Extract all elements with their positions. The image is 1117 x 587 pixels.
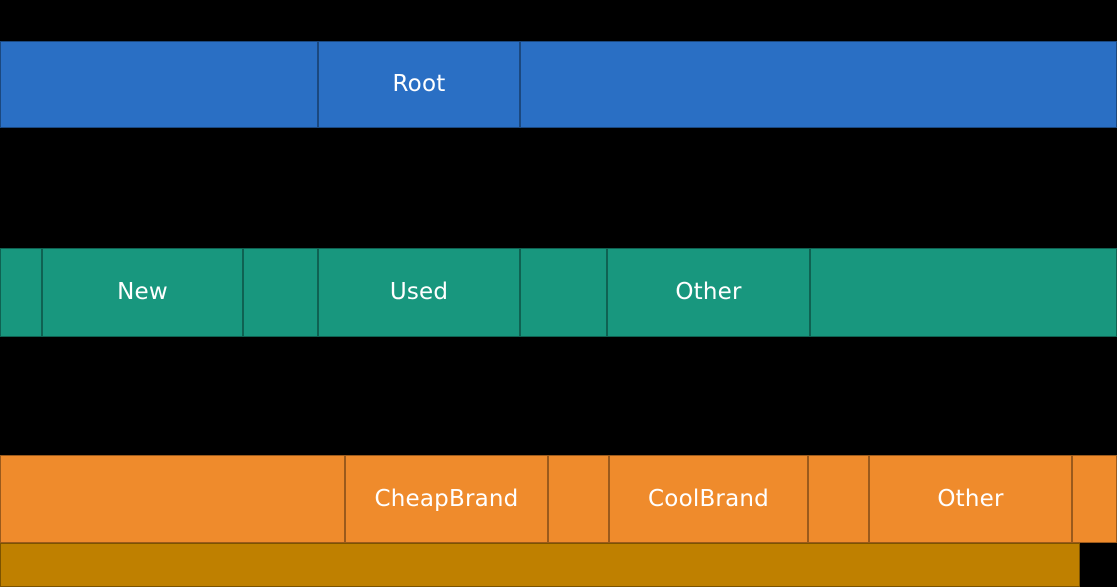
root-segment-right[interactable] — [520, 41, 1117, 128]
root-segment-main[interactable]: Root — [318, 41, 520, 128]
brand-other[interactable]: Other — [869, 455, 1072, 543]
brand-cheapbrand-label: CheapBrand — [374, 485, 519, 512]
root-segment-left[interactable] — [0, 41, 318, 128]
category-segment-b[interactable] — [243, 248, 318, 337]
category-segment-c[interactable] — [520, 248, 607, 337]
category-segment-d[interactable] — [810, 248, 1117, 337]
brand-segment-d[interactable] — [1072, 455, 1117, 543]
brand-other-label: Other — [937, 485, 1004, 512]
brand-coolbrand[interactable]: CoolBrand — [609, 455, 808, 543]
brand-coolbrand-label: CoolBrand — [648, 485, 769, 512]
brand-level: CheapBrand CoolBrand Other — [0, 455, 1117, 543]
root-level: Root — [0, 41, 1117, 128]
brand-segment-a[interactable] — [0, 455, 345, 543]
category-other-label: Other — [675, 279, 742, 305]
brand-cheapbrand[interactable]: CheapBrand — [345, 455, 548, 543]
category-segment-a[interactable] — [0, 248, 42, 337]
leaf-segment-a[interactable] — [0, 543, 1080, 587]
category-used[interactable]: Used — [318, 248, 520, 337]
root-segment-main-label: Root — [392, 71, 446, 97]
brand-segment-b[interactable] — [548, 455, 609, 543]
category-used-label: Used — [389, 279, 449, 305]
brand-segment-c[interactable] — [808, 455, 869, 543]
category-other[interactable]: Other — [607, 248, 810, 337]
category-level: New Used Other — [0, 248, 1117, 337]
leaf-level — [0, 543, 1117, 587]
category-new[interactable]: New — [42, 248, 243, 337]
category-new-label: New — [117, 279, 168, 305]
